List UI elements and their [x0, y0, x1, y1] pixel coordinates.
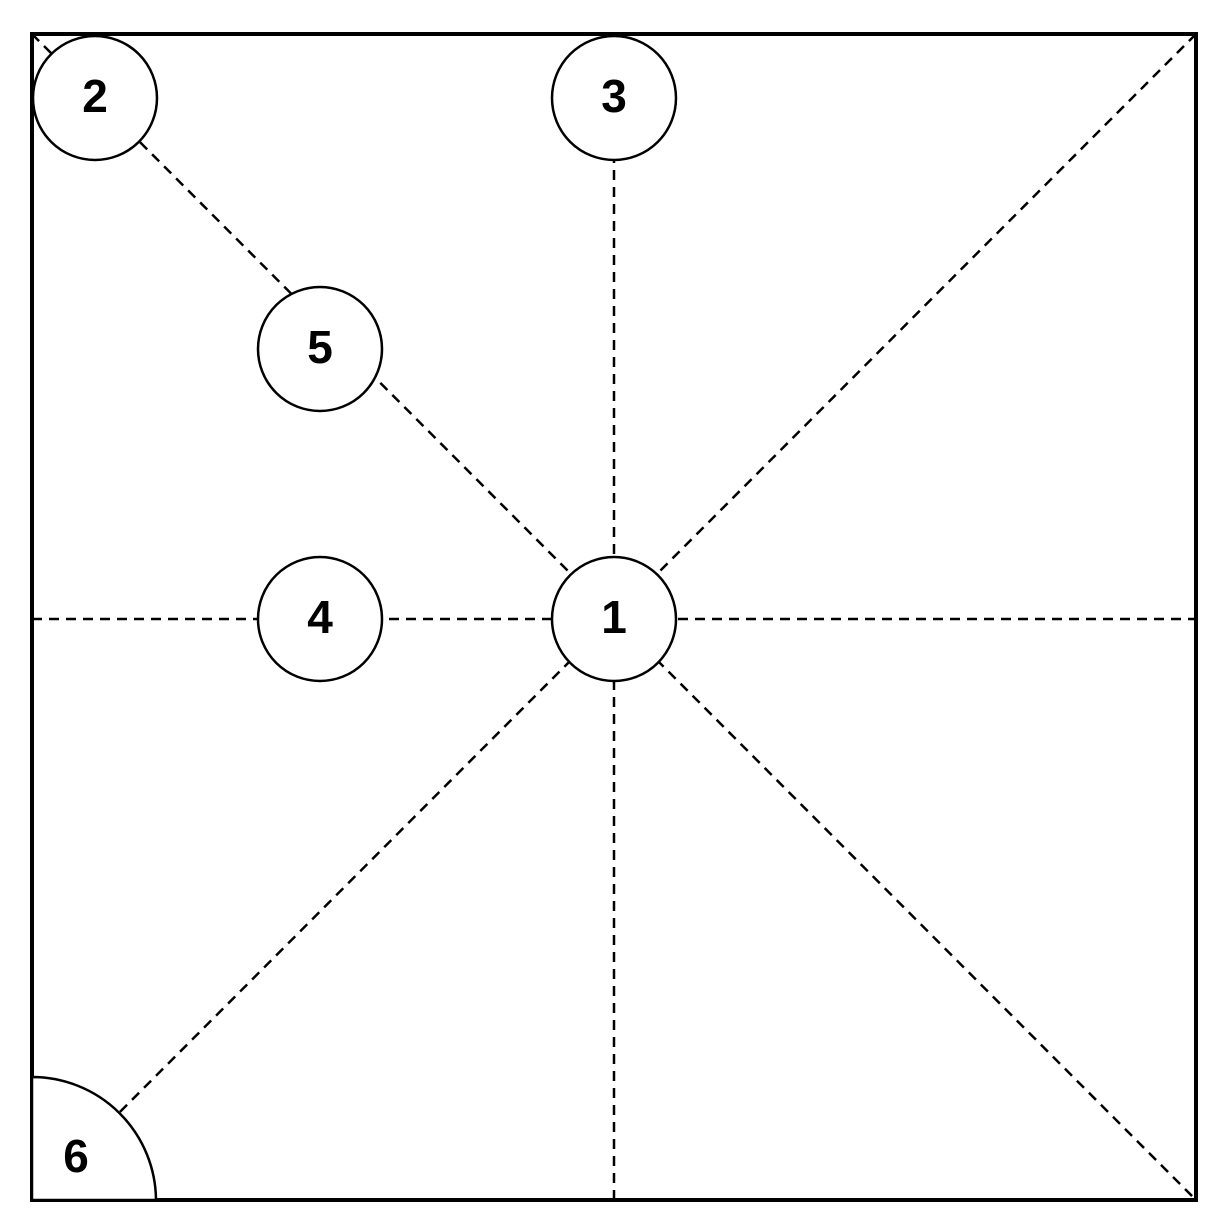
node-3-circle — [550, 34, 678, 162]
node-4-circle — [256, 555, 384, 683]
node-3-label: 3 — [601, 70, 627, 122]
node-6-quarter-circle — [30, 1075, 158, 1202]
node-2-circle — [31, 34, 159, 162]
node-1-circle — [550, 555, 678, 683]
node-4-label: 4 — [307, 591, 333, 643]
node-2-label: 2 — [82, 70, 108, 122]
node-6-label: 6 — [63, 1130, 89, 1182]
node-1-label: 1 — [601, 591, 627, 643]
node-5-label: 5 — [307, 321, 333, 373]
node-5-circle — [256, 285, 384, 413]
